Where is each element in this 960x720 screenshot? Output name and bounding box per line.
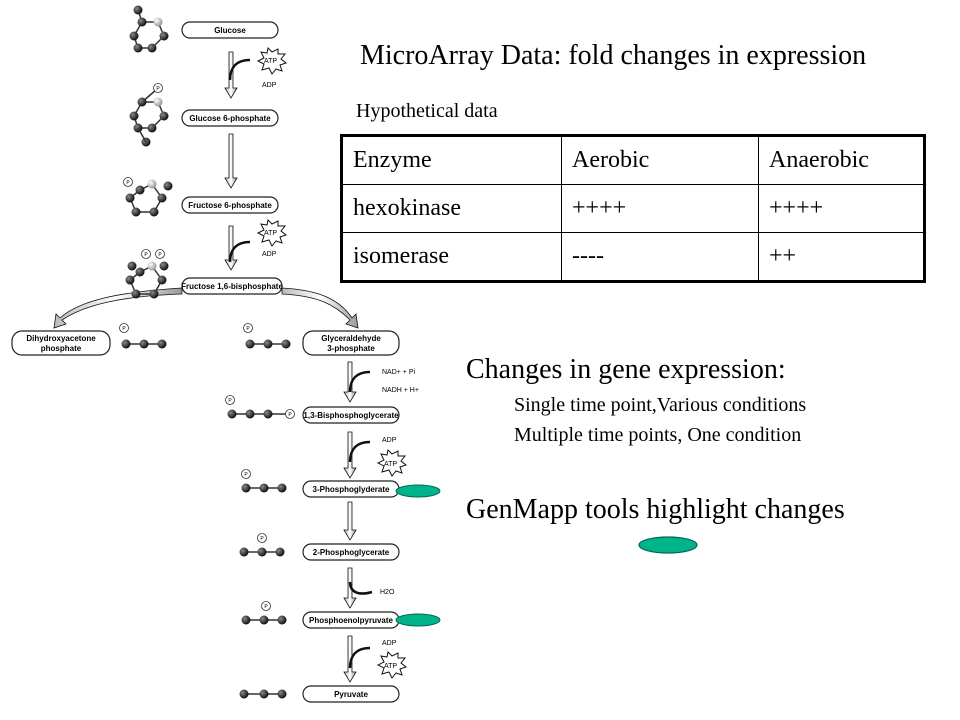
- svg-text:Pyruvate: Pyruvate: [334, 690, 368, 699]
- 1-3-bisphosphoglycerate-box: 1,3-Bisphosphoglycerate: [302, 406, 400, 424]
- 2-phosphoglycerate-box: 2-Phosphoglycerate: [302, 543, 400, 561]
- glucose-box: Glucose: [181, 21, 279, 39]
- header-enzyme: Enzyme: [341, 135, 562, 185]
- cell-anaerobic: ++: [758, 232, 925, 282]
- svg-text:ATP: ATP: [264, 230, 277, 237]
- 3pg-molecule: [241, 469, 287, 493]
- svg-text:ADP: ADP: [262, 251, 277, 258]
- cell-enzyme: hexokinase: [341, 184, 562, 233]
- svg-text:ATP: ATP: [264, 58, 277, 65]
- svg-text:H2O: H2O: [380, 589, 395, 596]
- phosphoenolpyruvate-box: Phosphoenolpyruvate: [302, 611, 400, 629]
- svg-text:ATP: ATP: [384, 461, 397, 468]
- table-row: hexokinase ++++ ++++: [341, 184, 925, 233]
- svg-text:Fructose 6-phosphate: Fructose 6-phosphate: [188, 201, 272, 210]
- svg-text:3-phosphate: 3-phosphate: [327, 344, 375, 353]
- svg-text:NAD+ + Pi: NAD+ + Pi: [382, 369, 416, 376]
- svg-text:Dihydroxyacetone: Dihydroxyacetone: [26, 334, 96, 343]
- fructose-6-phosphate-molecule: [123, 177, 173, 217]
- svg-text:ADP: ADP: [382, 640, 397, 647]
- fructose-6-phosphate-box: Fructose 6-phosphate: [181, 196, 279, 214]
- pyruvate-box: Pyruvate: [302, 685, 400, 703]
- svg-text:P: P: [228, 398, 232, 404]
- svg-text:phosphate: phosphate: [41, 344, 82, 353]
- pep-molecule: [241, 601, 287, 625]
- expression-table: Enzyme Aerobic Anaerobic hexokinase ++++…: [340, 134, 926, 283]
- highlight-oval-pep: [395, 613, 441, 627]
- svg-text:P: P: [246, 326, 250, 332]
- dihydroxyacetone-phosphate-box: Dihydroxyacetone phosphate: [11, 330, 111, 356]
- cell-enzyme: isomerase: [341, 232, 562, 282]
- cofactor-labels: ATP ADP ATP ADP NAD+ + Pi NADH + H+ ADP …: [262, 58, 419, 670]
- header-aerobic: Aerobic: [561, 135, 759, 185]
- svg-text:ATP: ATP: [384, 663, 397, 670]
- glycolysis-pathway-diagram: Glucose Glucose 6-phosphate Fructose 6-p…: [11, 5, 441, 703]
- 1-3-bpg-molecule: [225, 395, 295, 419]
- genmapp-tools-text: GenMapp tools highlight changes: [466, 494, 845, 525]
- split-arrows: [53, 287, 359, 329]
- phosphate-labels: P P P P P P P P P P P: [122, 86, 292, 610]
- svg-text:Glyceraldehyde: Glyceraldehyde: [321, 334, 381, 343]
- fructose-1-6-bisphosphate-molecule: [125, 249, 169, 299]
- changes-heading: Changes in gene expression:: [466, 354, 786, 385]
- svg-text:2-Phosphoglycerate: 2-Phosphoglycerate: [313, 548, 390, 557]
- dhap-molecule: [119, 323, 167, 349]
- cell-anaerobic: ++++: [758, 184, 925, 233]
- glucose-6-phosphate-box: Glucose 6-phosphate: [181, 109, 279, 127]
- svg-text:P: P: [244, 472, 248, 478]
- svg-text:ADP: ADP: [262, 82, 277, 89]
- svg-text:P: P: [126, 180, 130, 186]
- svg-text:1,3-Bisphosphoglycerate: 1,3-Bisphosphoglycerate: [303, 411, 399, 420]
- svg-text:ADP: ADP: [382, 437, 397, 444]
- svg-text:Glucose 6-phosphate: Glucose 6-phosphate: [189, 114, 271, 123]
- highlight-oval-legend: [638, 536, 698, 554]
- svg-text:NADH + H+: NADH + H+: [382, 387, 419, 394]
- table-row: isomerase ---- ++: [341, 232, 925, 282]
- changes-item: Multiple time points, One condition: [514, 424, 802, 446]
- svg-text:P: P: [144, 252, 148, 258]
- glyceraldehyde-3-phosphate-box: Glyceraldehyde 3-phosphate: [302, 330, 400, 356]
- svg-text:P: P: [156, 86, 160, 92]
- svg-text:P: P: [264, 604, 268, 610]
- cell-aerobic: ++++: [561, 184, 759, 233]
- svg-text:Phosphoenolpyruvate: Phosphoenolpyruvate: [309, 616, 394, 625]
- highlight-oval-3pg: [395, 484, 441, 498]
- svg-text:3-Phosphoglyderate: 3-Phosphoglyderate: [313, 485, 390, 494]
- glucose-6-phosphate-molecule: [129, 83, 169, 147]
- svg-text:P: P: [158, 252, 162, 258]
- header-anaerobic: Anaerobic: [758, 135, 925, 185]
- fructose-1-6-bisphosphate-box: Fructose 1,6-bisphosphate: [181, 277, 283, 295]
- table-header-row: Enzyme Aerobic Anaerobic: [341, 135, 925, 185]
- hypothetical-data-label: Hypothetical data: [356, 100, 498, 122]
- atp-starbursts: [256, 46, 408, 679]
- svg-text:P: P: [122, 326, 126, 332]
- 2pg-molecule: [239, 533, 285, 557]
- slide-title: MicroArray Data: fold changes in express…: [360, 40, 867, 71]
- reaction-arrows: [224, 51, 357, 683]
- svg-text:Fructose 1,6-bisphosphate: Fructose 1,6-bisphosphate: [181, 282, 283, 291]
- 3-phosphoglycerate-box: 3-Phosphoglyderate: [302, 480, 400, 498]
- svg-text:P: P: [288, 412, 292, 418]
- g3p-molecule: [243, 323, 291, 349]
- cell-aerobic: ----: [561, 232, 759, 282]
- cofactor-hooks: [228, 58, 373, 669]
- svg-text:P: P: [260, 536, 264, 542]
- svg-text:Glucose: Glucose: [214, 26, 246, 35]
- molecule-figures: [119, 5, 295, 699]
- pyruvate-molecule: [239, 689, 287, 699]
- glucose-molecule: [129, 5, 169, 53]
- changes-item: Single time point,Various conditions: [514, 394, 807, 416]
